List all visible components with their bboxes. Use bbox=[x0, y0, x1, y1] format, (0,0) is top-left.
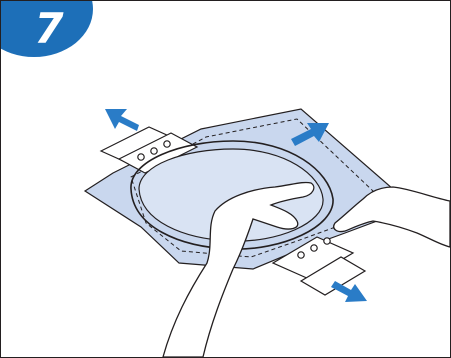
arrow-up-left-icon bbox=[105, 109, 139, 131]
arrow-down-right-icon bbox=[331, 281, 367, 302]
